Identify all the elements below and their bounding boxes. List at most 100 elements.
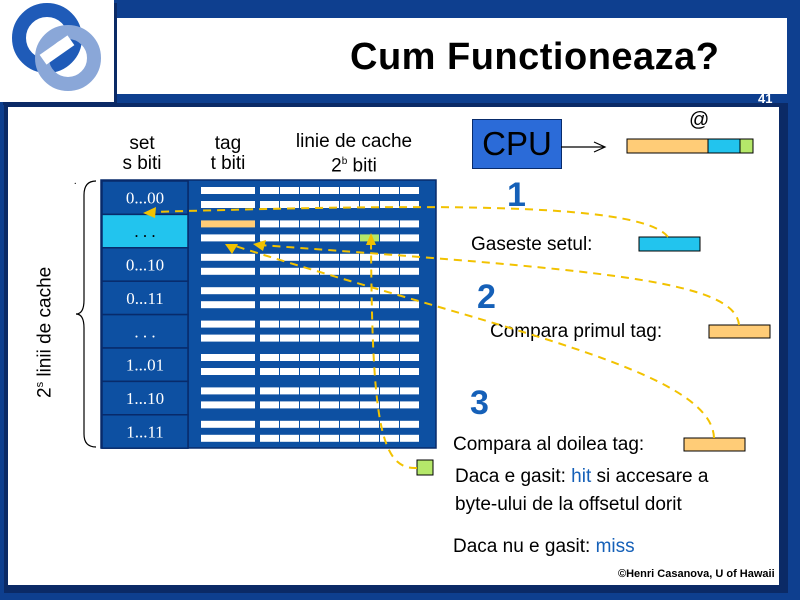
cache-byte-bar bbox=[380, 301, 399, 309]
cache-byte-bar bbox=[320, 234, 339, 242]
tag2-field-box bbox=[683, 437, 746, 452]
tag-bar bbox=[201, 301, 255, 309]
step-2-text: Compara primul tag: bbox=[490, 321, 663, 342]
tag-header-line1: tag bbox=[214, 133, 242, 154]
cache-byte-bar bbox=[320, 320, 339, 328]
set-label: 1...01 bbox=[126, 356, 164, 375]
cpu-box: CPU bbox=[472, 119, 562, 169]
cache-byte-bar bbox=[360, 267, 379, 275]
address-symbol: @ bbox=[689, 109, 710, 131]
cache-byte-bar bbox=[400, 220, 419, 228]
step-3-number: 3 bbox=[470, 384, 489, 422]
cache-byte-bar bbox=[320, 287, 339, 295]
set-header-line1: set bbox=[129, 133, 155, 154]
address-tag-field bbox=[626, 138, 709, 154]
cache-byte-bar bbox=[280, 267, 299, 275]
cache-byte-bar bbox=[400, 267, 419, 275]
cache-byte-bar bbox=[380, 401, 399, 409]
offset-arrow-head bbox=[366, 233, 376, 245]
cache-byte-bar bbox=[260, 420, 279, 428]
cache-byte-bar bbox=[280, 368, 299, 375]
cache-byte-bar bbox=[280, 301, 299, 309]
set-row bbox=[101, 347, 189, 383]
cache-byte-bar bbox=[300, 267, 319, 275]
miss-word: miss bbox=[595, 536, 635, 557]
cache-byte-bar bbox=[280, 253, 299, 261]
cache-byte-bar bbox=[320, 187, 339, 194]
cache-byte-bar bbox=[340, 401, 359, 409]
hit-word: hit bbox=[571, 466, 592, 487]
cache-byte-bar bbox=[300, 253, 319, 261]
cache-byte-bar bbox=[380, 267, 399, 275]
cache-byte-bar bbox=[340, 287, 359, 295]
set-label: . . . bbox=[134, 322, 155, 341]
cache-byte-bar bbox=[360, 253, 379, 261]
logo-icon bbox=[12, 3, 101, 91]
cache-byte-bar bbox=[320, 220, 339, 228]
cache-byte-bar bbox=[320, 401, 339, 409]
cache-byte-bar bbox=[320, 253, 339, 261]
set-label: 1...11 bbox=[126, 423, 164, 442]
cache-byte-bar bbox=[340, 420, 359, 428]
tag-header-line2: t biti bbox=[210, 153, 246, 174]
cache-byte-bar bbox=[380, 201, 399, 208]
tag2-compare-arrow bbox=[231, 244, 715, 439]
cache-byte-bar bbox=[360, 220, 379, 228]
cache-byte-bar bbox=[320, 354, 339, 361]
offset-select-arrow bbox=[370, 239, 418, 470]
set-arrow-head bbox=[143, 207, 156, 218]
tag-bar bbox=[201, 420, 255, 428]
page-number: 41 bbox=[758, 91, 773, 106]
cache-byte-bar bbox=[320, 420, 339, 428]
cache-byte-bar bbox=[340, 434, 359, 442]
title-strip bbox=[110, 18, 787, 94]
set-row bbox=[101, 414, 189, 449]
cache-byte-bar bbox=[360, 401, 379, 409]
cache-byte-bar bbox=[320, 201, 339, 208]
cache-byte-bar bbox=[300, 368, 319, 375]
step-1-text: Gaseste setul: bbox=[471, 234, 593, 255]
tag-bar bbox=[201, 354, 255, 361]
address-set-field bbox=[707, 138, 741, 154]
hit-text-line1: Daca e gasit: hit si accesare a bbox=[455, 466, 709, 487]
cache-byte-bar bbox=[300, 201, 319, 208]
tag-bar bbox=[201, 234, 255, 242]
cache-byte-bar bbox=[260, 334, 279, 342]
cache-byte-bar bbox=[400, 234, 419, 242]
cache-byte-bar bbox=[260, 434, 279, 442]
set-row bbox=[101, 180, 189, 216]
cache-byte-bar bbox=[320, 267, 339, 275]
set-header: set s biti bbox=[108, 134, 176, 174]
cache-byte-bar bbox=[280, 401, 299, 409]
cache-byte-bar bbox=[360, 287, 379, 295]
cache-byte-bar bbox=[360, 387, 379, 395]
set-field-box bbox=[638, 236, 701, 252]
brace-tick: . bbox=[74, 176, 77, 187]
cache-byte-bar bbox=[300, 187, 319, 194]
tag-bar bbox=[201, 267, 255, 275]
cache-byte-bar bbox=[260, 220, 279, 228]
set-label: . . . bbox=[134, 222, 155, 241]
cache-lines-brace bbox=[75, 180, 97, 448]
cache-byte-bar bbox=[280, 220, 299, 228]
tag-bar bbox=[201, 401, 255, 409]
cache-byte-bar bbox=[380, 434, 399, 442]
cache-byte-bar bbox=[260, 354, 279, 361]
cache-byte-bar bbox=[380, 368, 399, 375]
cache-byte-bar bbox=[340, 187, 359, 194]
cache-byte-bar bbox=[300, 334, 319, 342]
cache-byte-bar bbox=[400, 201, 419, 208]
cache-byte-bar bbox=[280, 420, 299, 428]
set-row bbox=[101, 380, 189, 416]
cache-byte-bar bbox=[380, 234, 399, 242]
line-header-line2: 2b biti bbox=[331, 155, 377, 177]
cache-byte-bar bbox=[300, 301, 319, 309]
cache-byte-bar bbox=[300, 387, 319, 395]
cache-byte-bar bbox=[380, 187, 399, 194]
tag-bar bbox=[201, 320, 255, 328]
miss-text: Daca nu e gasit: miss bbox=[453, 536, 635, 557]
cache-byte-bar bbox=[400, 387, 419, 395]
cache-byte-bar bbox=[280, 201, 299, 208]
set-row bbox=[101, 213, 189, 249]
set-label: 1...10 bbox=[126, 389, 164, 408]
